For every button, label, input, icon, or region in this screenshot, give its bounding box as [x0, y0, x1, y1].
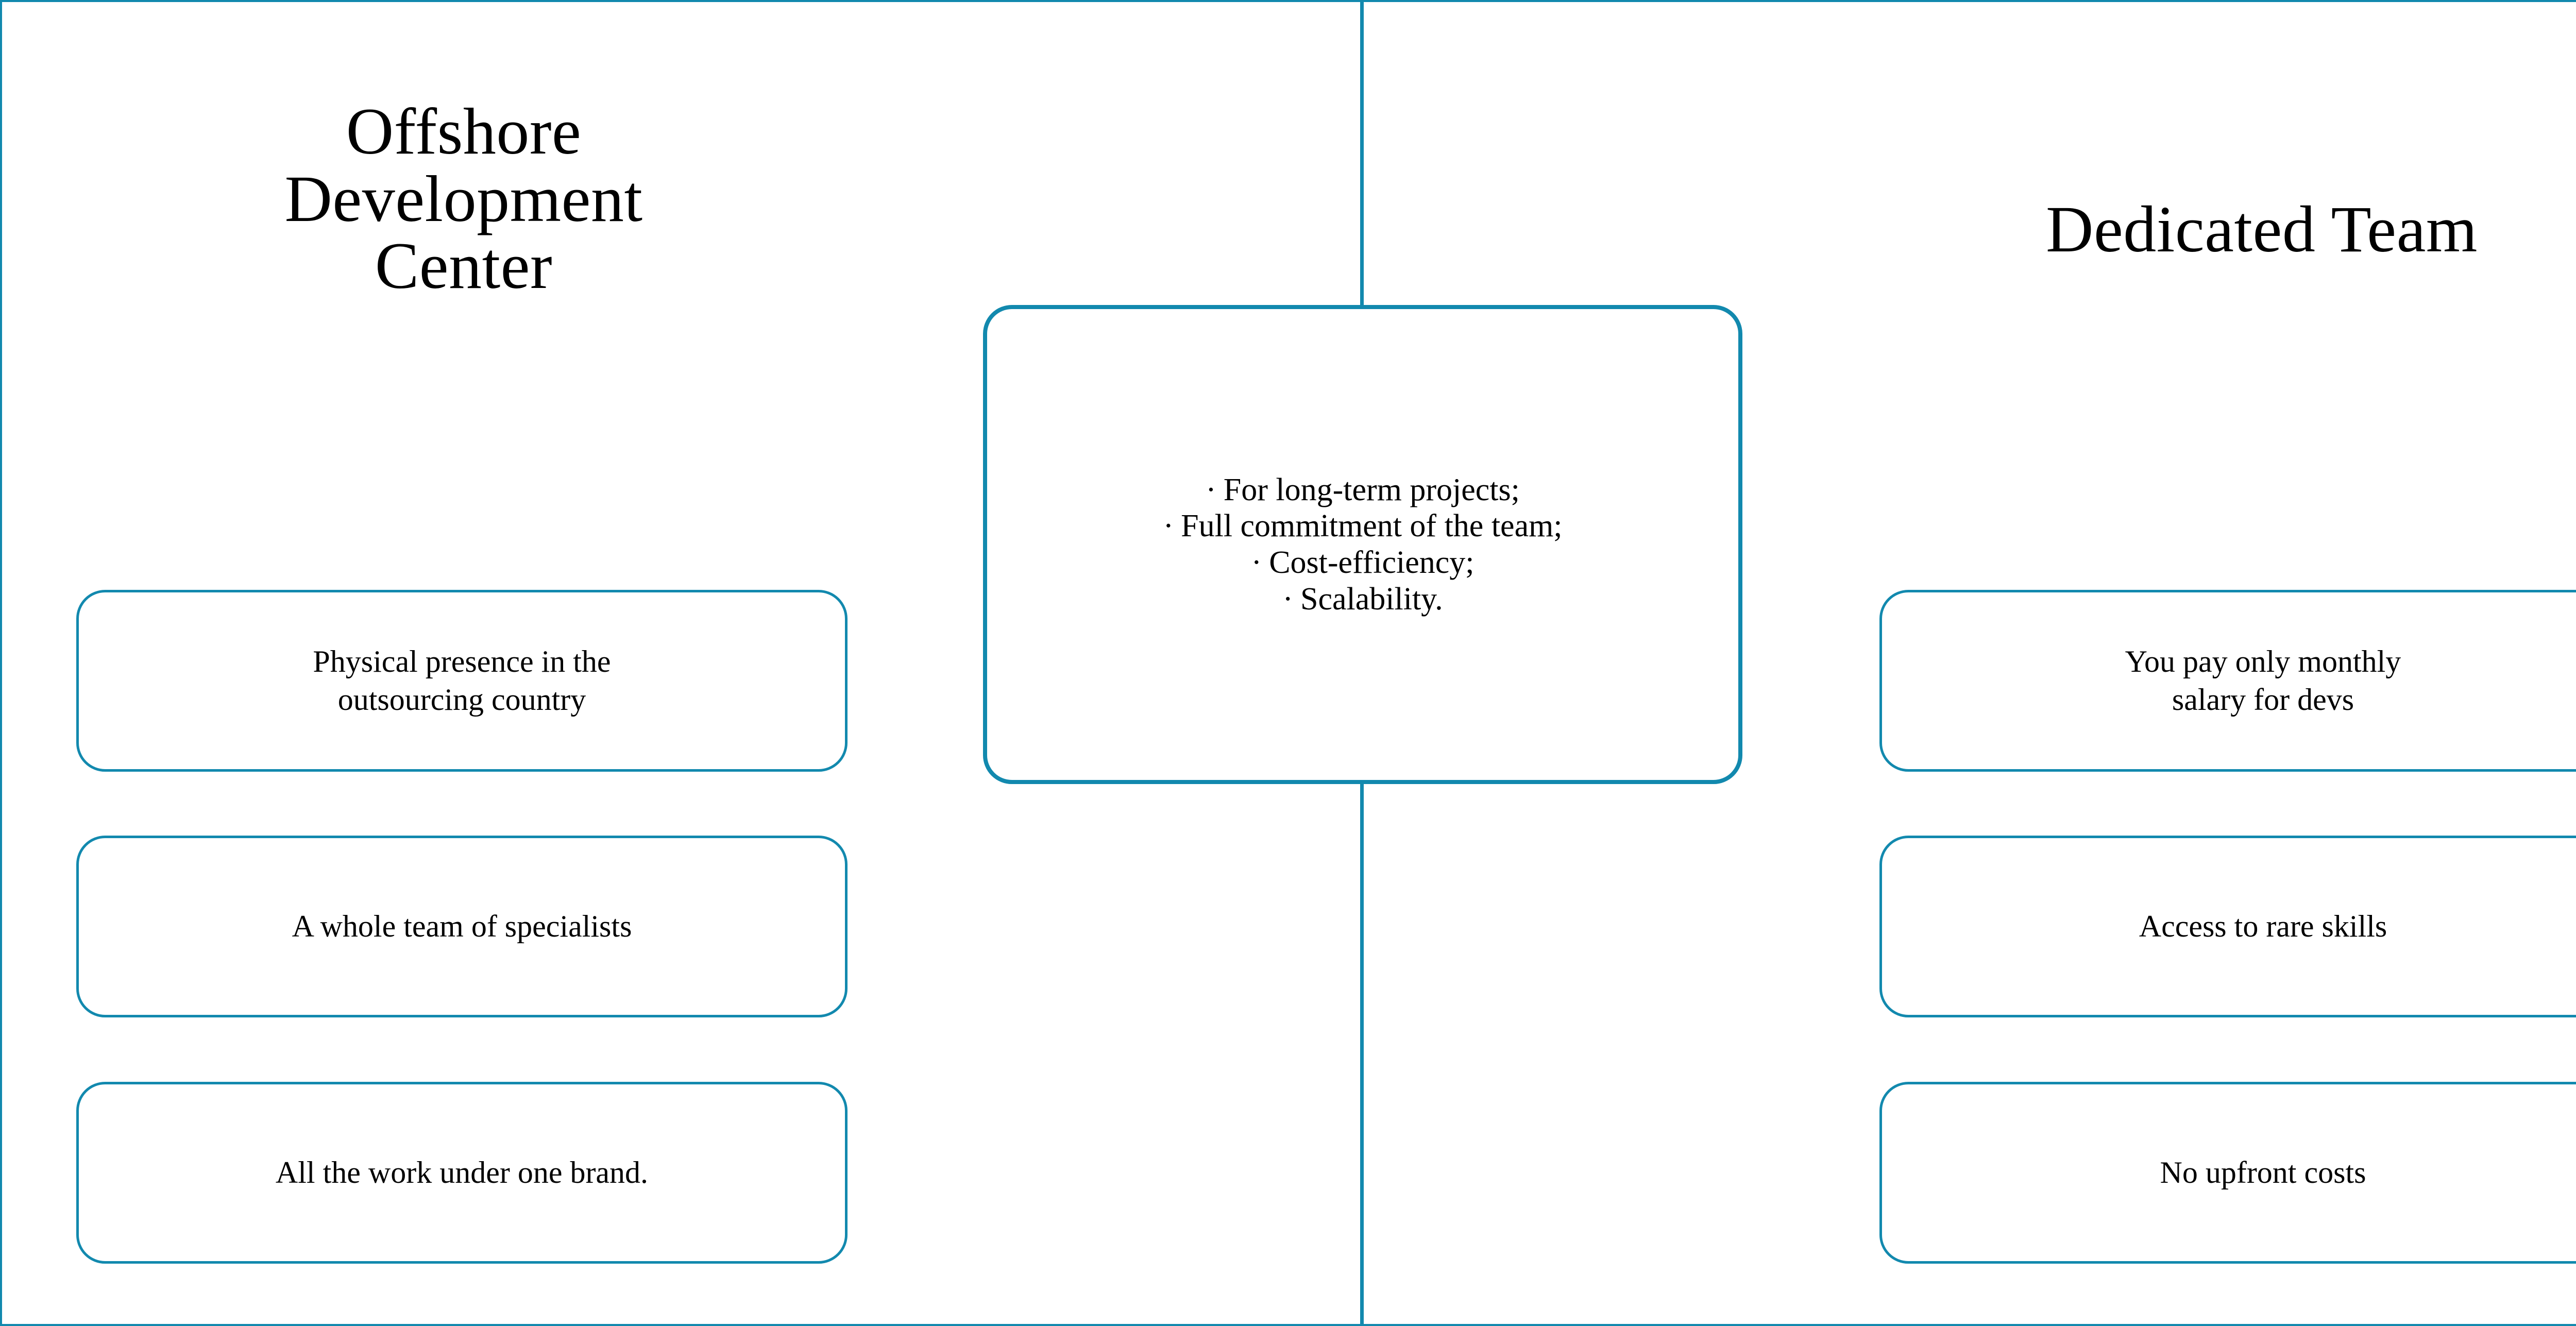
left-column-heading: Offshore Development Center — [284, 95, 643, 303]
center-bullet-item-4: ·Scalability. — [987, 581, 1738, 618]
bullet-dot-icon: · — [1163, 508, 1174, 544]
center-bullet-item-1: ·For long-term projects; — [987, 472, 1738, 508]
right-card-2: Access to rare skills — [1879, 836, 2576, 1017]
right-card-1: You pay only monthly salary for devs — [1879, 590, 2576, 772]
center-shared-benefits-box: ·For long-term projects; ·Full commitmen… — [983, 305, 1742, 784]
center-bullet-item-2: ·Full commitment of the team; — [987, 508, 1738, 545]
bullet-dot-icon: · — [1282, 581, 1293, 617]
left-card-1-label: Physical presence in the outsourcing cou… — [313, 644, 611, 717]
bullet-dot-icon: · — [1206, 472, 1216, 507]
left-card-1: Physical presence in the outsourcing cou… — [76, 590, 848, 772]
left-card-3-label: All the work under one brand. — [275, 1155, 649, 1189]
right-card-1-label: You pay only monthly salary for devs — [2125, 644, 2401, 717]
center-bullet-item-3-label: Cost-efficiency; — [1269, 545, 1475, 580]
center-bullet-item-4-label: Scalability. — [1300, 581, 1443, 617]
center-bullet-list: ·For long-term projects; ·Full commitmen… — [987, 472, 1738, 618]
right-card-3: No upfront costs — [1879, 1082, 2576, 1264]
left-card-3: All the work under one brand. — [76, 1082, 848, 1264]
right-column-heading: Dedicated Team — [2046, 193, 2478, 266]
bullet-dot-icon: · — [1251, 545, 1262, 580]
center-bullet-item-2-label: Full commitment of the team; — [1181, 508, 1563, 544]
left-card-2-label: A whole team of specialists — [292, 909, 632, 943]
right-card-3-label: No upfront costs — [2160, 1155, 2366, 1189]
center-bullet-item-1-label: For long-term projects; — [1223, 472, 1520, 507]
left-card-2: A whole team of specialists — [76, 836, 848, 1017]
right-card-2-label: Access to rare skills — [2139, 909, 2387, 943]
center-bullet-item-3: ·Cost-efficiency; — [987, 545, 1738, 581]
